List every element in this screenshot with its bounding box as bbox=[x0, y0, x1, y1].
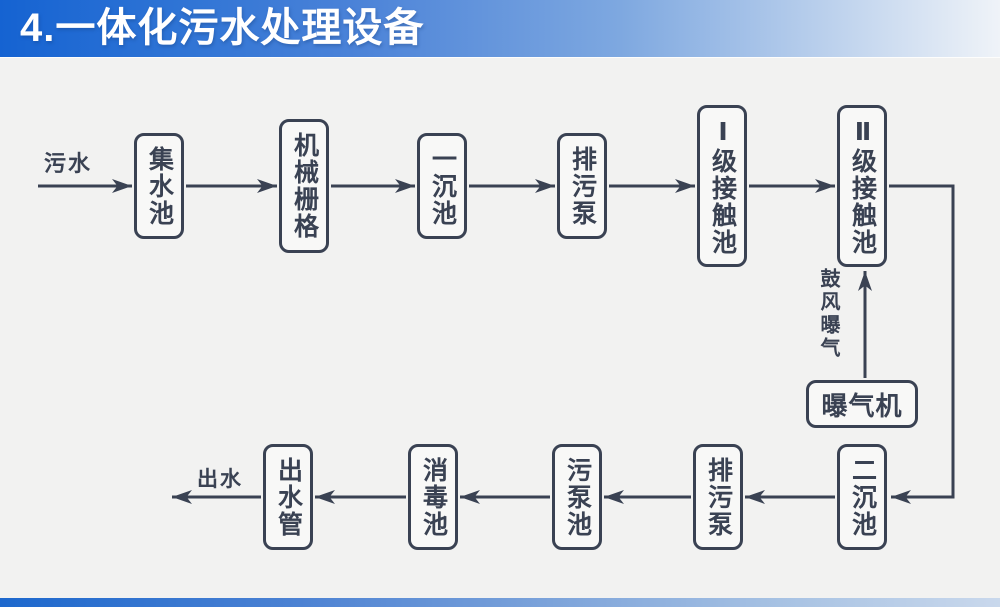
node-collection-pool: 集水池 bbox=[134, 133, 184, 239]
node-primary-sedimentation: 一沉池 bbox=[417, 133, 467, 239]
node-label: 集水池 bbox=[145, 145, 174, 227]
node-label: Ⅰ级接触池 bbox=[708, 116, 737, 256]
node-label: 排污泵 bbox=[704, 456, 733, 538]
node-label: 排污泵 bbox=[568, 145, 597, 227]
node-label: 消毒池 bbox=[419, 456, 448, 538]
node-sewage-pump-pool: 污泵池 bbox=[552, 444, 602, 550]
node-label: Ⅱ级接触池 bbox=[848, 116, 877, 256]
node-label: 曝气机 bbox=[821, 390, 903, 421]
slide-title: 4.一体化污水处理设备 bbox=[20, 5, 425, 50]
node-contact-pool-1: Ⅰ级接触池 bbox=[697, 105, 747, 267]
node-aerator: 曝气机 bbox=[806, 380, 918, 428]
node-secondary-sedimentation: 二沉池 bbox=[837, 444, 887, 550]
node-mechanical-screen: 机械栅格 bbox=[279, 119, 329, 253]
node-contact-pool-2: Ⅱ级接触池 bbox=[837, 105, 887, 267]
outflow-label: 出水 bbox=[197, 468, 243, 491]
bottom-accent-bar bbox=[0, 598, 1000, 607]
node-label: 一沉池 bbox=[428, 145, 457, 227]
inflow-label: 污水 bbox=[44, 151, 93, 176]
node-label: 二沉池 bbox=[848, 456, 877, 538]
node-sewage-pump-top: 排污泵 bbox=[557, 133, 607, 239]
node-outlet-pipe: 出水管 bbox=[263, 444, 313, 550]
aeration-label: 鼓风曝气 bbox=[817, 268, 839, 360]
node-sewage-pump-bottom: 排污泵 bbox=[693, 444, 743, 550]
node-disinfection-pool: 消毒池 bbox=[408, 444, 458, 550]
arrow-contact2-to-secondary bbox=[889, 184, 955, 504]
node-label: 污泵池 bbox=[563, 456, 592, 538]
title-banner: 4.一体化污水处理设备 bbox=[0, 0, 1000, 57]
node-label: 出水管 bbox=[274, 456, 303, 538]
node-label: 机械栅格 bbox=[290, 132, 319, 240]
